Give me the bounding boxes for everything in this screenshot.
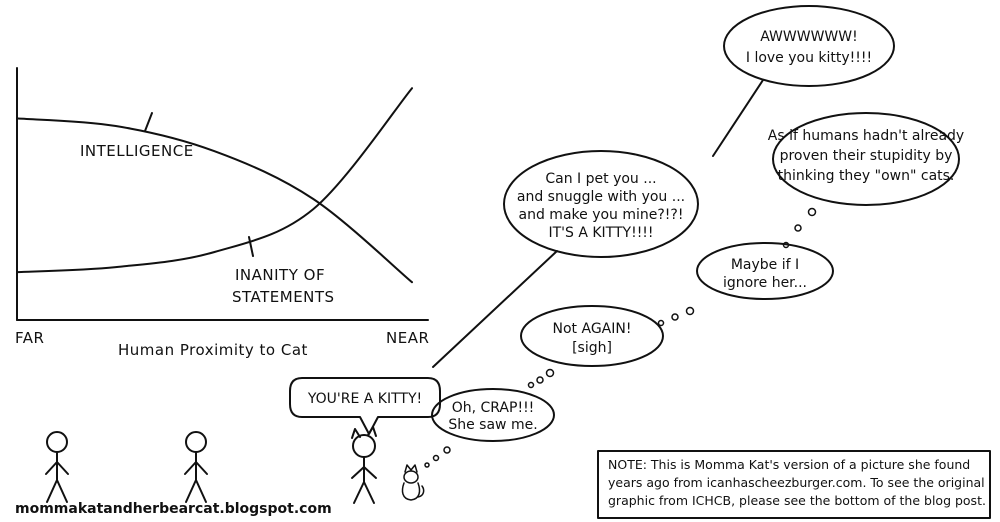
thought-humans-line1: As if humans hadn't already [768, 128, 964, 144]
x-tick-near: NEAR [386, 329, 429, 347]
speech-aww-line2: I love you kitty!!!! [746, 50, 872, 66]
stick-figure-middle [184, 431, 208, 503]
inanity-label-line1: INANITY OF [235, 266, 325, 284]
speech-bubble-pet [432, 150, 699, 368]
x-axis-title: Human Proximity to Cat [118, 341, 308, 359]
inanity-leader [248, 236, 254, 257]
thought-again-line2: [sigh] [572, 340, 612, 356]
thought-crap-line1: Oh, CRAP!!! [452, 400, 535, 416]
speech-pet-line2: and snuggle with you ... [517, 189, 685, 205]
speech-bubble-kitty [289, 377, 441, 435]
speech-tail-pet [432, 250, 558, 368]
thought-bubble-again [520, 305, 664, 367]
stick-figure-girl [351, 426, 377, 504]
x-tick-far: FAR [15, 329, 44, 347]
speech-kitty-text: YOU'RE A KITTY! [307, 391, 422, 407]
thought-ignore-line2: ignore her... [723, 275, 807, 291]
note-line1: NOTE: This is Momma Kat's version of a p… [608, 457, 970, 472]
blog-caption: mommakatandherbearcat.blogspot.com [15, 501, 332, 517]
thought-again-line1: Not AGAIN! [553, 321, 632, 337]
inanity-label-line2: STATEMENTS [232, 288, 335, 306]
intelligence-label: INTELLIGENCE [80, 142, 194, 160]
speech-bubble-aww [712, 5, 895, 157]
speech-pet-line4: IT'S A KITTY!!!! [548, 225, 653, 241]
thought-dots [424, 207, 817, 468]
thought-crap-line2: She saw me. [448, 417, 537, 433]
intelligence-curve [16, 117, 413, 284]
thought-bubble-humans [772, 112, 960, 206]
note-line3: graphic from ICHCB, please see the botto… [608, 493, 986, 508]
thought-humans-line2: proven their stupidity by [780, 148, 953, 164]
thought-bubble-ignore [696, 242, 834, 300]
thought-bubble-crap [431, 388, 555, 442]
note-box [597, 450, 991, 519]
speech-pet-line1: Can I pet you ... [545, 171, 656, 187]
stick-figure-left [45, 431, 69, 503]
speech-tail-aww [712, 79, 764, 157]
cat-figure [401, 464, 425, 501]
speech-pet-line3: and make you mine?!?! [519, 207, 684, 223]
intelligence-leader [144, 112, 153, 132]
thought-ignore-line1: Maybe if I [731, 257, 799, 273]
note-line2: years ago from icanhascheezburger.com. T… [608, 475, 985, 490]
inanity-curve [16, 87, 413, 274]
speech-aww-line1: AWWWWWW! [760, 29, 857, 45]
thought-humans-line3: thinking they "own" cats. [778, 168, 955, 184]
